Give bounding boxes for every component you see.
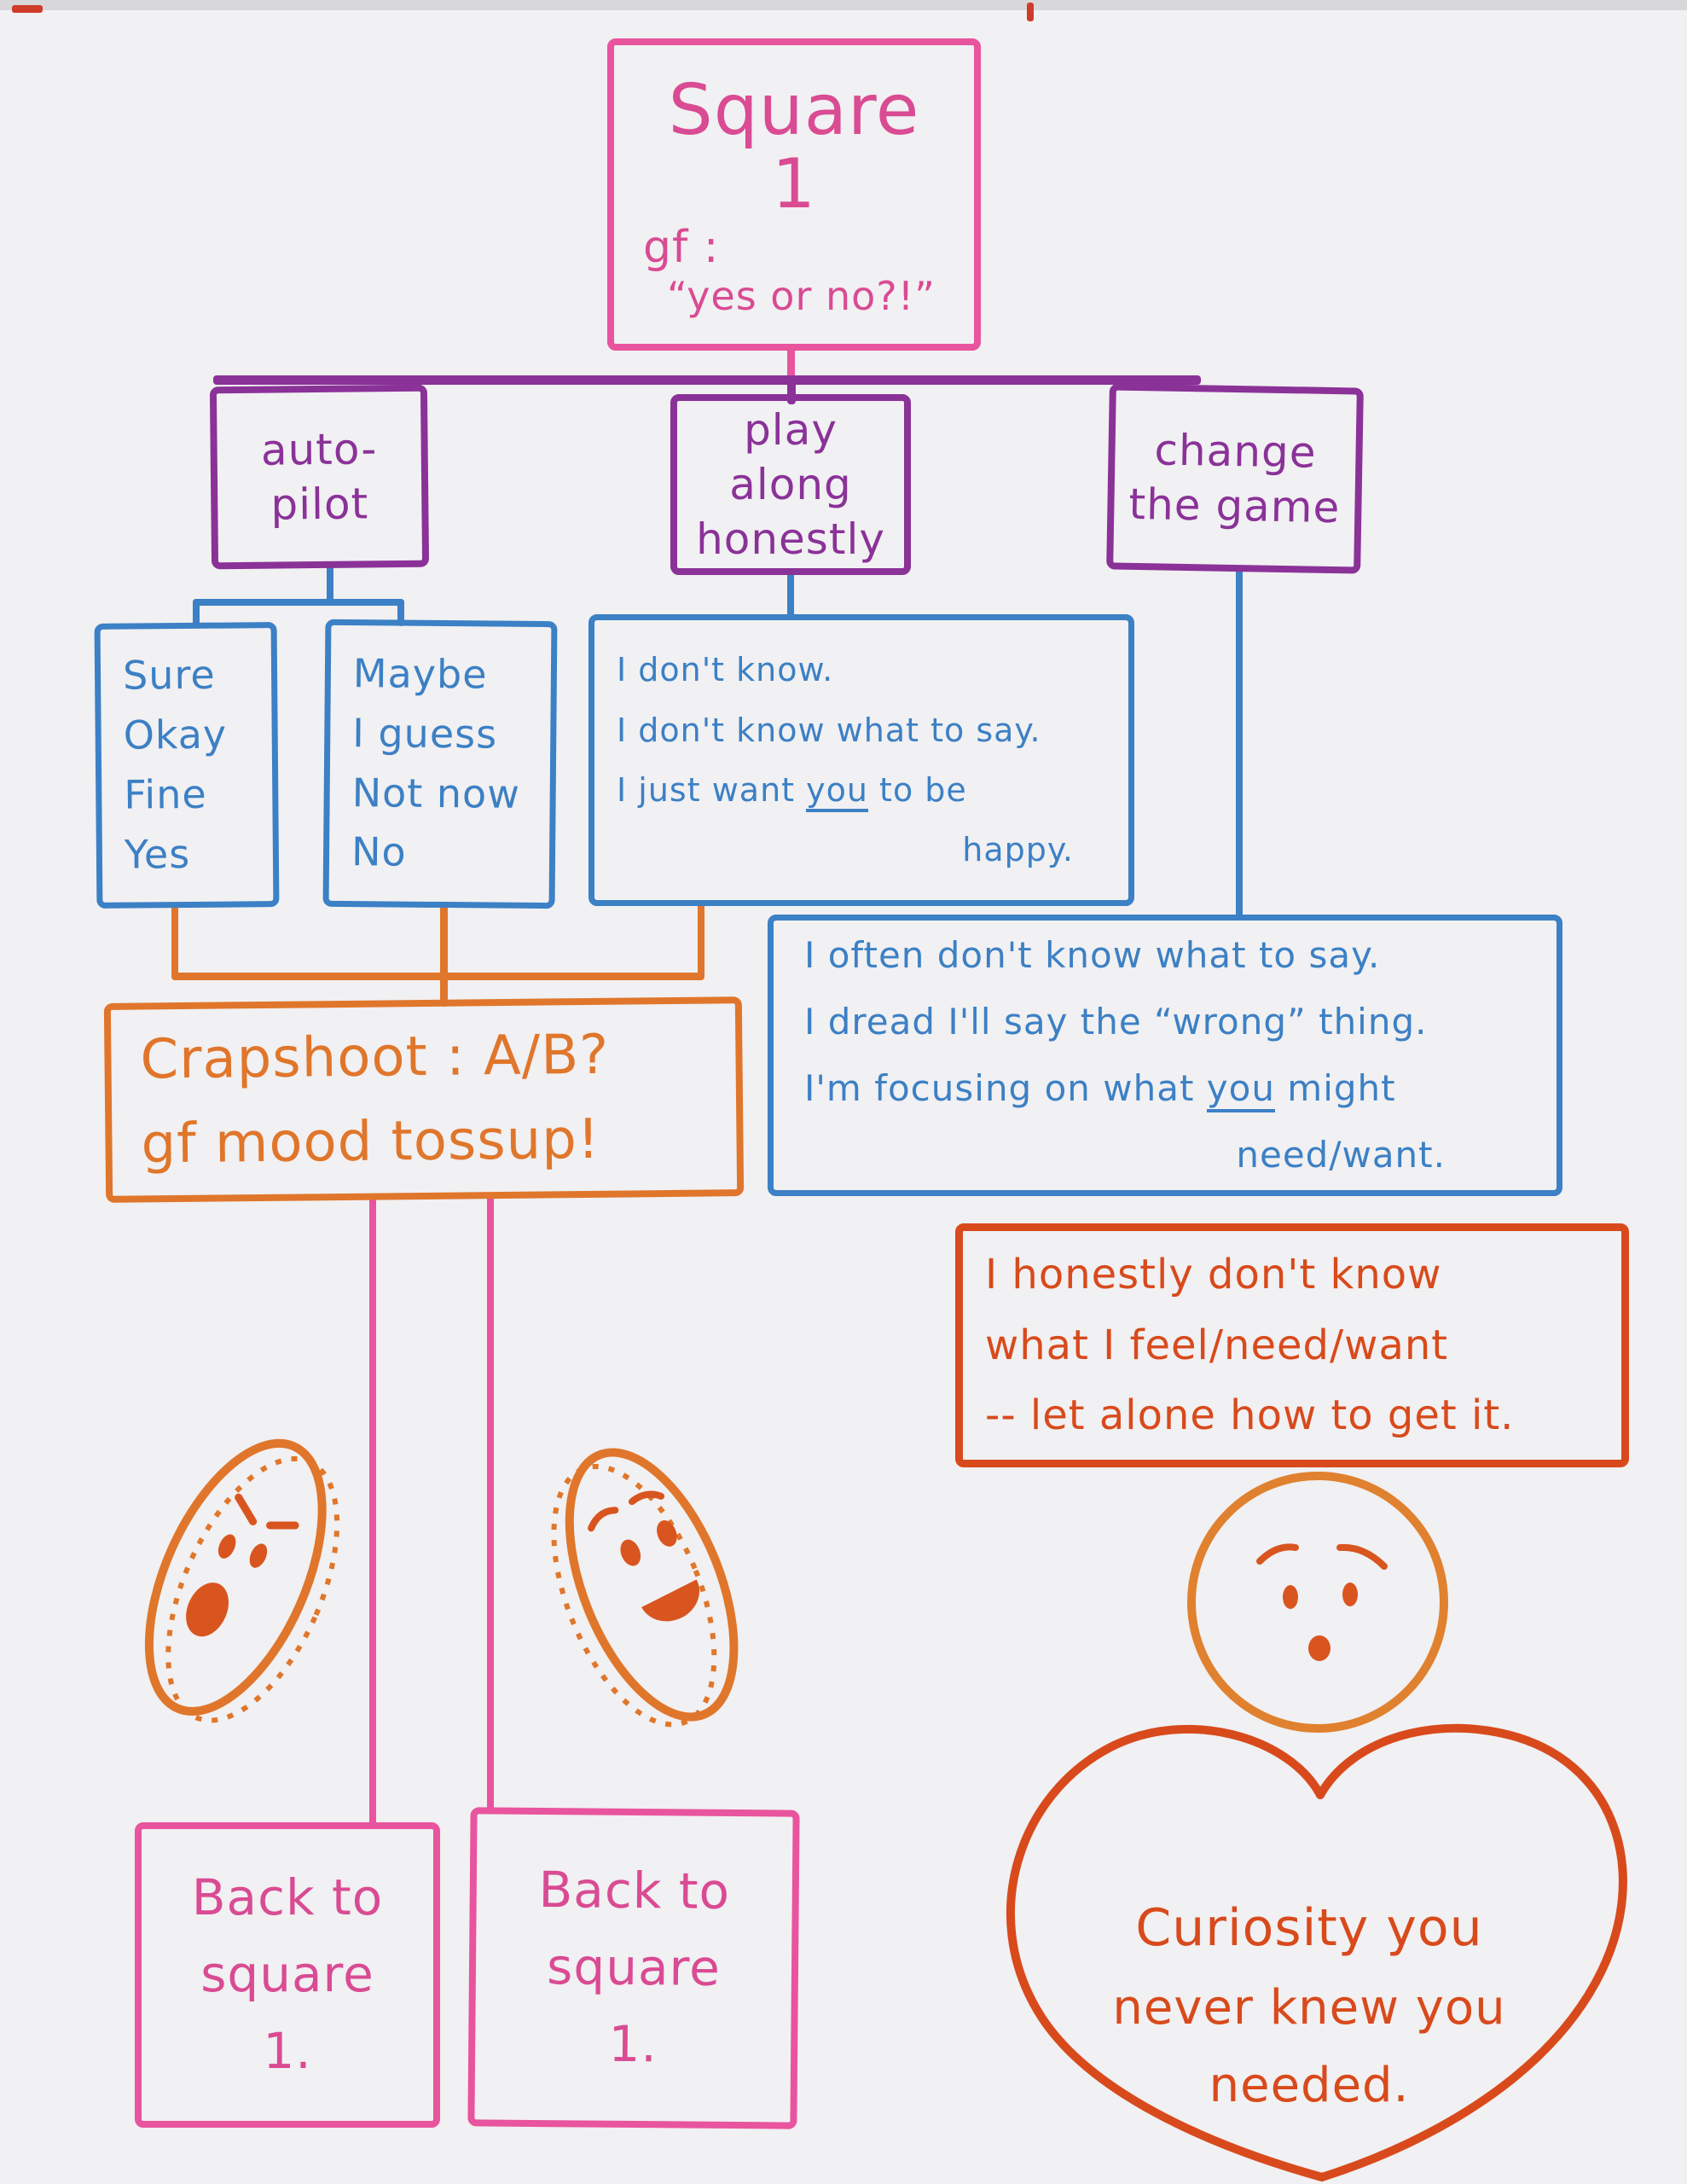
- gf-label: gf :: [643, 222, 720, 273]
- crapshoot-line: gf mood tossup!: [141, 1107, 600, 1176]
- connector-autopilot-down: [327, 565, 333, 606]
- honest-note-line: what I feel/need/want: [985, 1321, 1449, 1369]
- heart-icon: [1006, 1723, 1627, 2182]
- heart-caption: Curiosity you never knew you needed.: [1062, 1887, 1557, 2125]
- reflection-line-post: might: [1274, 1067, 1396, 1109]
- maybe-line: No: [351, 828, 407, 876]
- reflection-line: I'm focusing on what you might: [774, 1055, 1557, 1122]
- gf-quote: “yes or no?!”: [667, 273, 936, 319]
- back-to-square1-left-box: Back to square 1.: [135, 1822, 440, 2128]
- maybe-line: I guess: [352, 709, 498, 758]
- connector-idk-out: [698, 901, 704, 979]
- connector-crapshoot-right: [487, 1196, 494, 1814]
- back2-line: Back to: [538, 1861, 731, 1921]
- square-1-number: 1: [772, 144, 816, 224]
- idk-you-underlined: you: [806, 771, 868, 812]
- maybe-line: Maybe: [352, 649, 488, 698]
- reflection-line: need/want.: [1236, 1134, 1446, 1176]
- back2-line: square: [546, 1937, 722, 1997]
- happy-coin-icon: [551, 1448, 739, 1728]
- connector-autopilot-split: [193, 599, 404, 606]
- connector-maybe-stub: [397, 599, 404, 626]
- idk-line: I don't know.: [617, 651, 834, 689]
- idk-line: happy.: [962, 831, 1074, 869]
- red-smudge-icon: [12, 5, 43, 13]
- play-along-line: along: [729, 460, 852, 509]
- paper-edge: [0, 0, 1687, 10]
- heart-caption-line: never knew you: [1112, 1980, 1506, 2036]
- idk-line-post: to be: [867, 771, 967, 809]
- connector-square1-down: [787, 346, 795, 384]
- reflection-line: I often don't know what to say.: [804, 933, 1381, 976]
- worried-face-icon: [1187, 1472, 1448, 1733]
- crapshoot-line: Crapshoot : A/B?: [140, 1023, 610, 1092]
- play-along-line: play: [744, 405, 838, 455]
- honestly-dont-know-box: I honestly don't know what I feel/need/w…: [955, 1223, 1629, 1467]
- answers-maybe-box: Maybe I guess Not now No: [322, 619, 558, 909]
- idk-line: I don't know what to say.: [617, 711, 1041, 749]
- honest-note-line: I honestly don't know: [985, 1251, 1442, 1299]
- reflection-line: I dread I'll say the “wrong” thing.: [804, 1000, 1428, 1043]
- heart-caption-line: needed.: [1209, 2057, 1410, 2113]
- reflection-line-pre: I'm focusing on what: [804, 1067, 1207, 1109]
- heart-caption-line: Curiosity you: [1135, 1898, 1483, 1958]
- red-tick-icon: [1027, 3, 1034, 21]
- change-game-line: the game: [1128, 479, 1341, 533]
- connector-play-stub: [787, 375, 796, 404]
- change-game-line: change: [1154, 425, 1318, 478]
- option-change-game-box: change the game: [1106, 383, 1364, 574]
- idk-line-pre: I just want: [617, 771, 807, 809]
- crapshoot-box: Crapshoot : A/B? gf mood tossup!: [103, 996, 745, 1203]
- honest-reflection-box: I often don't know what to say. I dread …: [768, 915, 1562, 1196]
- option-play-along-box: play along honestly: [670, 394, 911, 575]
- connector-maybe-out: [440, 904, 448, 1007]
- connector-changegame-down: [1236, 567, 1243, 921]
- answers-sure-box: Sure Okay Fine Yes: [94, 622, 280, 909]
- maybe-line: Not now: [351, 769, 521, 817]
- connector-crapshoot-left: [369, 1196, 376, 1827]
- sure-line: Yes: [124, 830, 191, 878]
- back1-line: Back to: [191, 1868, 384, 1927]
- back1-line: square: [200, 1945, 374, 2004]
- honest-note-line: -- let alone how to get it.: [985, 1391, 1515, 1440]
- sure-line: Fine: [124, 770, 207, 818]
- connector-sure-out: [171, 904, 178, 979]
- back2-line: 1.: [608, 2014, 658, 2074]
- answers-idk-box: I don't know. I don't know what to say. …: [588, 614, 1134, 906]
- reflection-you-underlined: you: [1206, 1067, 1275, 1112]
- idk-line: I just want you to be: [594, 760, 1128, 820]
- play-along-line: honestly: [696, 514, 885, 564]
- connector-play-down: [787, 570, 794, 619]
- sure-line: Sure: [122, 651, 216, 699]
- autopilot-line: auto-: [260, 424, 378, 475]
- back-to-square1-right-box: Back to square 1.: [467, 1807, 800, 2129]
- connector-collector: [171, 973, 704, 980]
- connector-options-horizontal: [213, 375, 1201, 385]
- autopilot-line: pilot: [270, 479, 369, 530]
- angry-coin-icon: [144, 1438, 340, 1723]
- connector-sure-stub: [193, 599, 200, 628]
- option-autopilot-box: auto- pilot: [209, 384, 430, 570]
- square-1-box: Square 1 gf : “yes or no?!”: [607, 38, 981, 351]
- sure-line: Okay: [123, 711, 228, 758]
- back1-line: 1.: [263, 2021, 312, 2080]
- square-1-title: Square: [668, 70, 920, 151]
